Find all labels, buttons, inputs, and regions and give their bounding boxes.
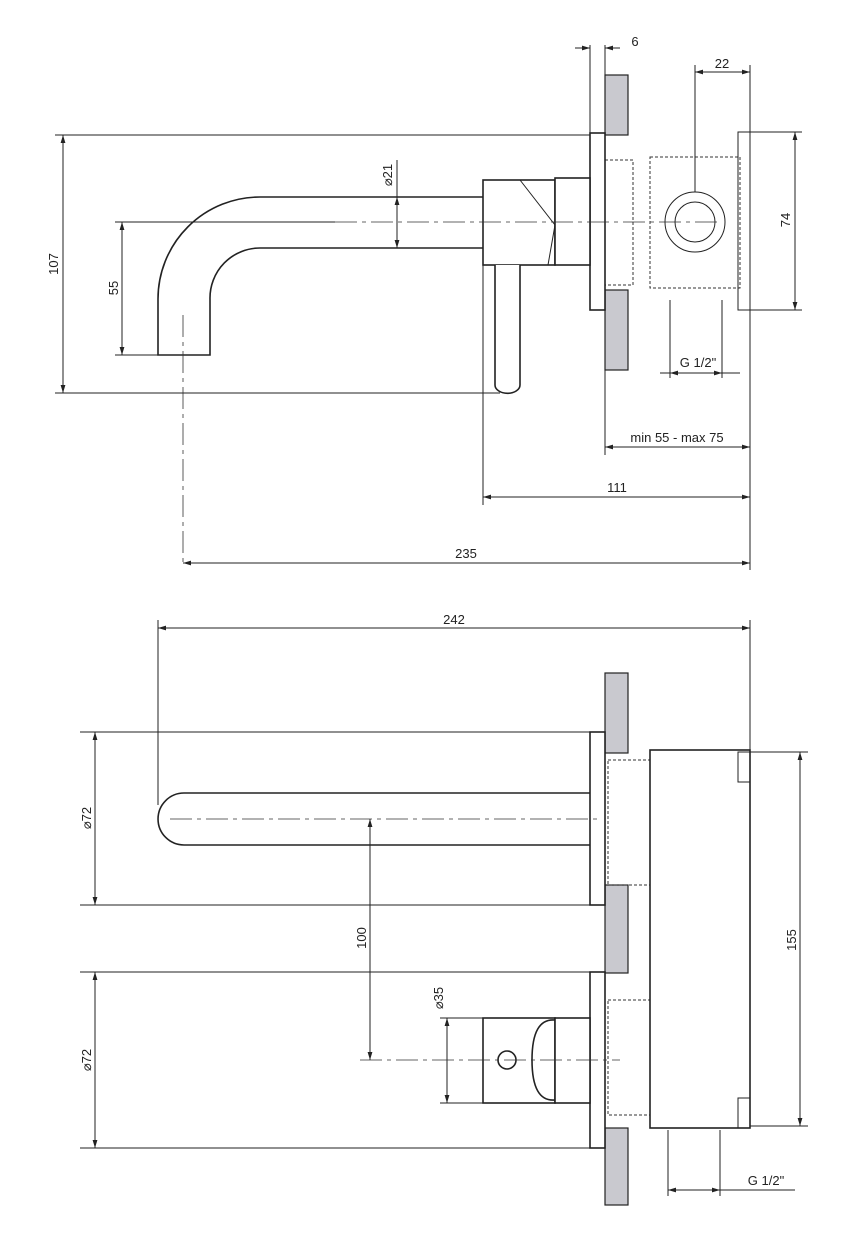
lever-handle: [494, 265, 521, 395]
spout: [157, 792, 590, 846]
wall-section: [604, 1127, 629, 1206]
dim-label-g12: G 1/2": [680, 355, 717, 370]
dim-label-g12-bottom: G 1/2": [748, 1173, 785, 1188]
wall-section: [604, 672, 629, 754]
dim-label-6: 6: [631, 34, 638, 49]
dim-label-100: 100: [354, 927, 369, 949]
wall-section: [604, 289, 629, 371]
body-detail: [737, 751, 751, 783]
thread-area: [607, 759, 651, 886]
top-view: 107 55 ⌀21 6 22 74 G 1/2" min 55 - max 7…: [46, 34, 802, 570]
wall-section: [604, 884, 629, 974]
front-view: 242 ⌀72 100 ⌀72 ⌀35 155 G 1/2": [79, 612, 808, 1206]
body-flange: [737, 131, 751, 311]
thread-area: [604, 159, 634, 286]
mixer-body: [482, 179, 556, 266]
spout: [157, 196, 485, 356]
dim-label-d72-spout: ⌀72: [79, 807, 94, 829]
dim-label-111: 111: [607, 480, 627, 495]
body-detail: [737, 1097, 751, 1129]
dim-label-d21: ⌀21: [380, 164, 395, 186]
connector: [554, 177, 591, 266]
connector: [554, 1017, 591, 1104]
dim-label-55: 55: [106, 281, 121, 295]
dim-label-install-depth: min 55 - max 75: [630, 430, 723, 445]
thread-area: [607, 999, 651, 1116]
dim-label-d72-handle: ⌀72: [79, 1049, 94, 1071]
dim-label-235: 235: [455, 546, 477, 561]
concealed-body: [649, 749, 751, 1129]
wall-section: [604, 74, 629, 136]
dim-label-22: 22: [715, 56, 729, 71]
dim-label-d35: ⌀35: [431, 987, 446, 1009]
dim-label-74: 74: [778, 213, 793, 227]
dim-label-155: 155: [784, 929, 799, 951]
wall-plate: [589, 132, 606, 311]
spout-plate: [589, 731, 606, 906]
dim-label-107: 107: [46, 253, 61, 275]
dim-label-242: 242: [443, 612, 465, 627]
